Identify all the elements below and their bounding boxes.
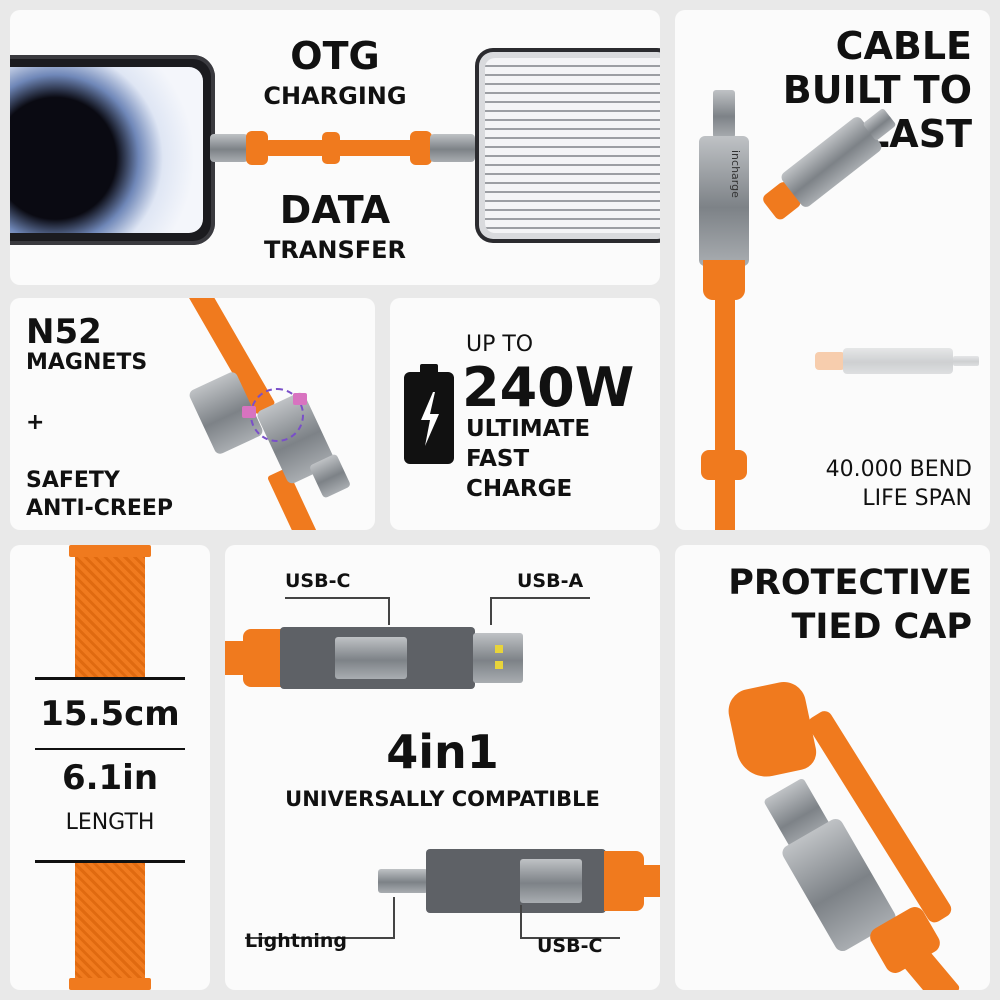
power-watts: 240W [462,356,635,419]
data-subtitle: TRANSFER [263,236,407,264]
length-inch: 6.1in [61,758,159,798]
otg-subtitle: CHARGING [263,82,407,110]
magnet-cable-illustration [175,298,375,530]
bent-connector [748,90,909,238]
power-line2: FAST [466,446,530,472]
fourinone-title: 4in1 [386,725,499,779]
label-usbc-top: USB-C [285,570,351,592]
fourinone-panel: USB-C USB-A 4in1 UNIVERSALLY COMPATIBLE … [225,545,660,990]
magnets-n52: N52 [26,312,102,352]
power-panel: UP TO 240W ULTIMATE FAST CHARGE [390,298,660,530]
otg-cable [210,128,475,168]
otg-title: OTG [290,34,380,78]
fourinone-subtitle: UNIVERSALLY COMPATIBLE [285,787,600,811]
cap-panel: PROTECTIVE TIED CAP [675,545,990,990]
safety-label: SAFETY [26,468,120,493]
magnets-plus: + [26,410,45,435]
cap-title-1: PROTECTIVE [728,563,972,603]
phone-illustration [10,55,215,245]
label-usba: USB-A [517,570,584,592]
label-lightning: Lightning [245,930,347,952]
length-cm: 15.5cm [40,694,180,734]
power-line3: CHARGE [466,476,573,502]
data-title: DATA [279,188,391,232]
battery-icon [404,364,454,464]
length-panel: 15.5cm 6.1in LENGTH [10,545,210,990]
magnets-panel: N52 MAGNETS + SAFETY ANTI-CREEP [10,298,375,530]
otg-panel: OTG CHARGING DATA TRANSFER [10,10,660,285]
cable-panel: CABLE BUILT TO LAST incharge 40.000 BEND… [675,10,990,530]
bottom-connector [370,845,660,917]
vertical-connector: incharge [695,90,755,530]
length-caption: LENGTH [65,810,155,835]
powerbank-illustration [475,48,660,243]
top-connector [225,623,525,693]
brand-label: incharge [729,150,742,198]
bend-count: 40.000 BEND [825,457,972,482]
length-label-box: 15.5cm 6.1in LENGTH [35,677,185,863]
cable-title-1: CABLE [835,24,972,68]
power-upto: UP TO [466,332,534,357]
magnets-label: MAGNETS [26,350,148,375]
label-usbc-bottom: USB-C [537,935,603,957]
faded-connector [815,348,985,374]
protective-cap-illustration [724,675,990,990]
bend-lifespan: LIFE SPAN [862,486,972,511]
cap-title-2: TIED CAP [791,607,972,647]
cable-title-2: BUILT TO [782,68,972,112]
anti-creep-label: ANTI-CREEP [26,496,174,521]
power-line1: ULTIMATE [466,416,591,442]
